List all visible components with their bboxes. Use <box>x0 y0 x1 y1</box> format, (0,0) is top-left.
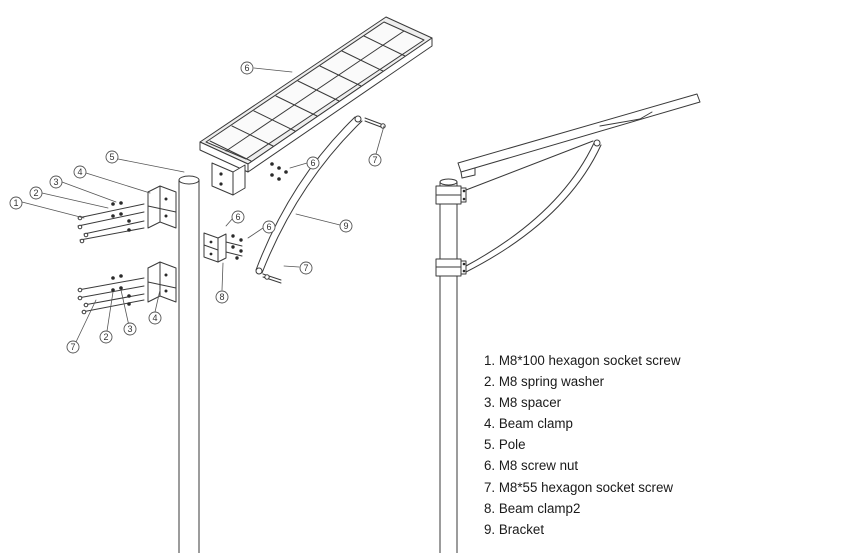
callout-6-right: 6 <box>306 156 320 170</box>
nuts-panel <box>270 162 288 181</box>
callout-1: 1 <box>9 196 23 210</box>
svg-text:4: 4 <box>77 167 82 177</box>
callout-6-middle: 6 <box>231 210 245 224</box>
callout-7-left: 7 <box>66 340 80 354</box>
svg-text:3: 3 <box>127 324 132 334</box>
svg-text:6: 6 <box>244 63 249 73</box>
callout-2-lower: 2 <box>99 330 113 344</box>
legend-item-4: 4. Beam clamp <box>484 416 573 433</box>
callout-4-lower: 4 <box>148 311 162 325</box>
screw-lower <box>262 273 282 284</box>
svg-text:7: 7 <box>372 155 377 165</box>
callout-7-right: 7 <box>368 153 382 167</box>
callout-7-lower: 7 <box>299 261 313 275</box>
callout-8: 8 <box>215 290 229 304</box>
legend-item-2: 2. M8 spring washer <box>484 374 605 391</box>
legend-item-3: 3. M8 spacer <box>484 395 562 412</box>
legend-item-7: 7. M8*55 hexagon socket screw <box>484 479 674 496</box>
solar-panel <box>199 16 433 196</box>
svg-text:7: 7 <box>70 342 75 352</box>
callout-3-lower: 3 <box>123 322 137 336</box>
legend-item-9: 9. Bracket <box>484 521 545 538</box>
screws-upper-left <box>77 201 145 244</box>
legend-item-8: 8. Beam clamp2 <box>484 500 581 517</box>
svg-text:4: 4 <box>152 313 157 323</box>
pole-right <box>439 178 458 553</box>
callout-6-lower: 6 <box>262 220 276 234</box>
svg-text:2: 2 <box>103 332 108 342</box>
legend-item-6: 6. M8 screw nut <box>484 458 579 475</box>
svg-text:3: 3 <box>53 177 58 187</box>
svg-text:6: 6 <box>235 212 240 222</box>
legend-item-5: 5. Pole <box>484 437 526 454</box>
callout-2-upper: 2 <box>29 186 43 200</box>
callout-5: 5 <box>105 150 119 164</box>
svg-text:2: 2 <box>33 188 38 198</box>
callout-6-top: 6 <box>240 61 254 75</box>
beam-clamp2 <box>203 232 243 263</box>
assembled-clamp-upper <box>435 185 467 205</box>
pole-left <box>178 175 200 553</box>
callout-3-upper: 3 <box>49 175 63 189</box>
svg-text:1: 1 <box>13 198 18 208</box>
beam-clamp-upper <box>147 185 177 229</box>
parts-legend: 1. M8*100 hexagon socket screw 2. M8 spr… <box>484 351 693 541</box>
screw-upper <box>364 117 386 129</box>
beam-clamp-lower <box>147 261 177 303</box>
screws-lower-left <box>77 274 145 315</box>
assembled-solar-panel <box>457 93 701 179</box>
assembled-bracket-arm <box>465 139 602 273</box>
legend-item-1: 1. M8*100 hexagon socket screw <box>484 353 681 369</box>
callout-4-upper: 4 <box>73 165 87 179</box>
svg-text:8: 8 <box>219 292 224 302</box>
svg-text:6: 6 <box>310 158 315 168</box>
svg-text:6: 6 <box>266 222 271 232</box>
svg-text:7: 7 <box>303 263 308 273</box>
svg-text:9: 9 <box>343 221 348 231</box>
bracket-arm <box>255 115 363 275</box>
callout-9: 9 <box>339 219 353 233</box>
leader-lines <box>21 67 385 343</box>
assembled-clamp-lower <box>435 258 467 277</box>
svg-text:5: 5 <box>109 152 114 162</box>
